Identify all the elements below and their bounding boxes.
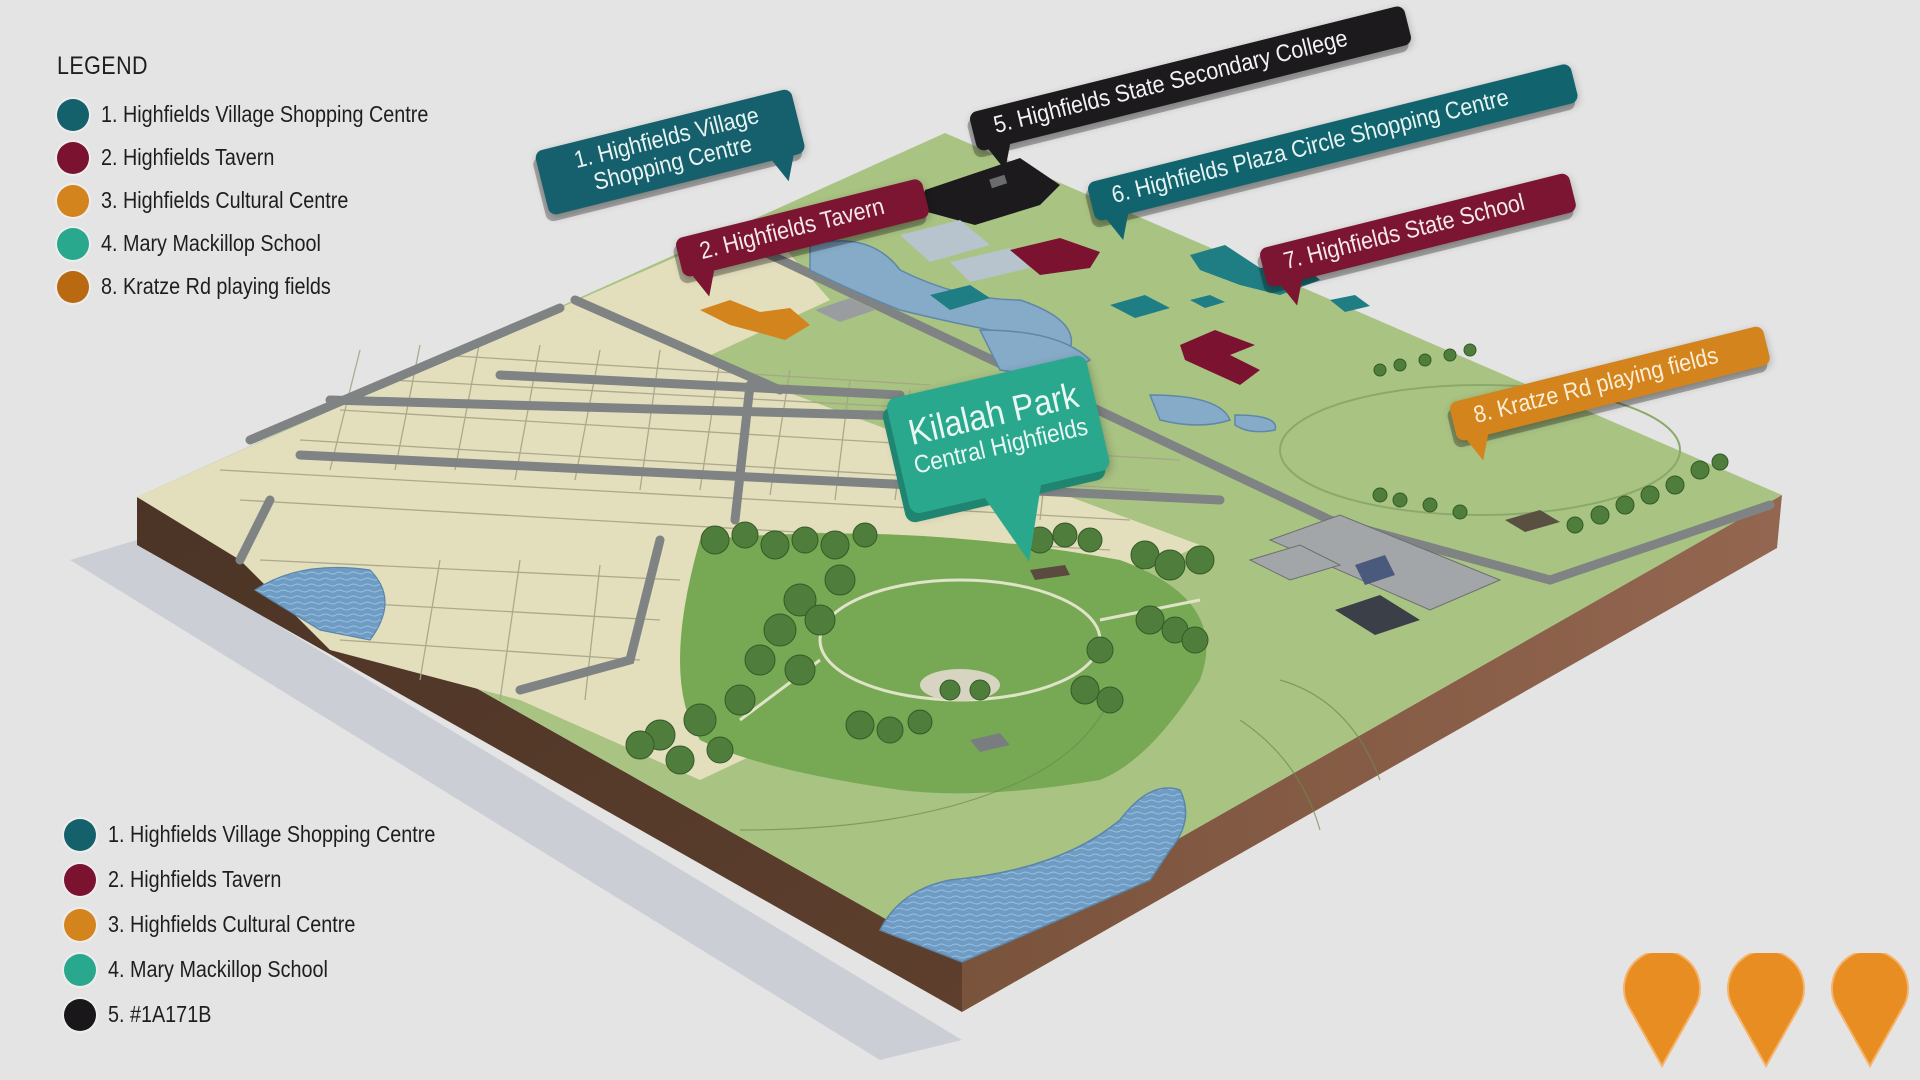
teal-dot-icon	[64, 818, 96, 851]
legend-label: 2. Highfields Tavern	[101, 144, 275, 170]
maroon-dot-icon	[64, 863, 96, 896]
orange-dot-icon	[64, 908, 96, 941]
legend-item: 5. #1A171B	[64, 992, 489, 1037]
map-pin-icon[interactable]	[1830, 953, 1910, 1068]
legend-label: 2. Highfields Tavern	[108, 866, 282, 892]
park-pavilion	[970, 565, 1070, 752]
legend-label: 8. Kratze Rd playing fields	[101, 273, 331, 299]
legend-label: 5. #1A171B	[108, 1001, 212, 1027]
legend-item: 2. Highfields Tavern	[64, 857, 489, 902]
legend-item: 4. Mary Mackillop School	[57, 222, 482, 265]
legend-label: 4. Mary Mackillop School	[101, 230, 321, 256]
legend-title: LEGEND	[57, 52, 148, 80]
legend-label: 3. Highfields Cultural Centre	[101, 187, 349, 213]
legend-item: 1. Highfields Village Shopping Centre	[64, 812, 489, 857]
legend-label: 1. Highfields Village Shopping Centre	[101, 101, 429, 127]
orange-dot-icon	[57, 184, 89, 217]
maroon-dot-icon	[57, 141, 89, 174]
map-shadow	[70, 540, 962, 1060]
legend-label: 4. Mary Mackillop School	[108, 956, 328, 982]
green-dot-icon	[57, 227, 89, 260]
green-dot-icon	[64, 953, 96, 986]
buildings	[700, 158, 1370, 385]
legend-item: 2. Highfields Tavern	[57, 136, 482, 179]
black-dot-icon	[64, 998, 96, 1031]
legend-item: 8. Kratze Rd playing fields	[57, 265, 482, 308]
legend-label: 1. Highfields Village Shopping Centre	[108, 821, 436, 847]
legend-item: 3. Highfields Cultural Centre	[57, 179, 482, 222]
legend-top: LEGEND 1. Highfields Village Shopping Ce…	[57, 52, 482, 308]
legend-item: 3. Highfields Cultural Centre	[64, 902, 489, 947]
legend-item: 1. Highfields Village Shopping Centre	[57, 93, 482, 136]
map-pin-icon[interactable]	[1622, 953, 1702, 1068]
teal-dot-icon	[57, 98, 89, 131]
legend-bottom: 1. Highfields Village Shopping Centre 2.…	[64, 812, 489, 1037]
legend-label: 3. Highfields Cultural Centre	[108, 911, 356, 937]
lake	[878, 787, 1187, 963]
legend-item: 4. Mary Mackillop School	[64, 947, 489, 992]
brown-orange-dot-icon	[57, 270, 89, 303]
trees	[625, 343, 1729, 775]
map-pin-icon[interactable]	[1726, 953, 1806, 1068]
